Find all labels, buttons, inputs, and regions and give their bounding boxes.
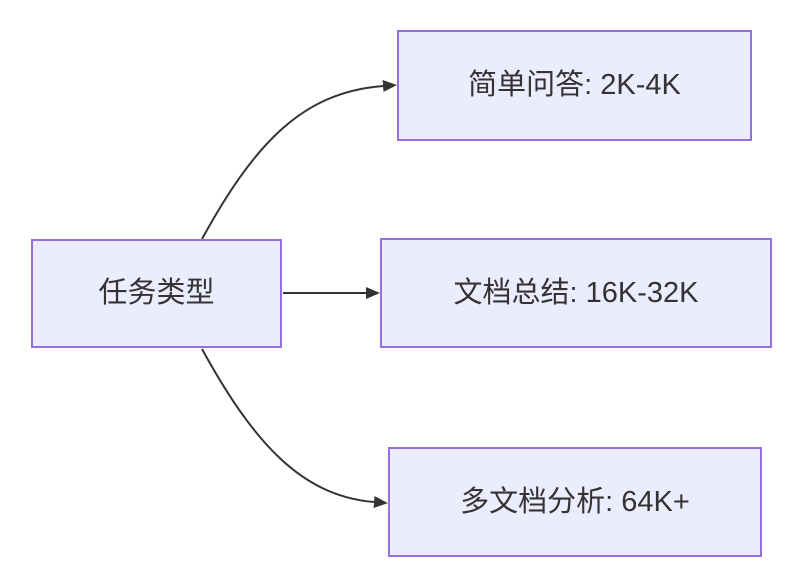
node-task-type: 任务类型	[31, 239, 282, 348]
edge-root-to-top	[201, 80, 397, 240]
node-simple-qa: 简单问答: 2K-4K	[397, 30, 752, 141]
node-multi-doc-analysis: 多文档分析: 64K+	[388, 447, 762, 557]
node-doc-summary-label: 文档总结: 16K-32K	[453, 276, 699, 309]
node-task-type-label: 任务类型	[98, 277, 215, 310]
edge-root-to-bottom	[201, 348, 388, 508]
node-simple-qa-label: 简单问答: 2K-4K	[468, 69, 681, 102]
node-multi-doc-analysis-label: 多文档分析: 64K+	[460, 485, 690, 518]
node-doc-summary: 文档总结: 16K-32K	[380, 238, 772, 348]
